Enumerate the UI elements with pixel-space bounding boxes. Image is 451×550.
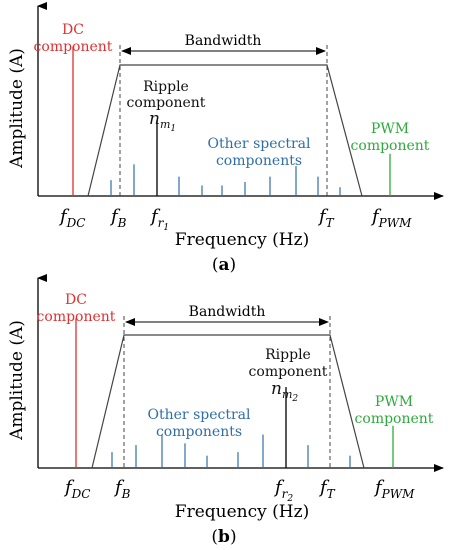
dc-label-line2-a: component xyxy=(34,39,113,55)
dc-label-line1-b: DC xyxy=(65,292,87,308)
bandwidth-window-b xyxy=(91,334,365,469)
ripple-symbol-b: nm2 xyxy=(271,379,298,404)
y-axis-label-b: Amplitude (A) xyxy=(7,320,27,441)
pwm-label-line1-a: PWM xyxy=(371,121,409,137)
spectral-lines-b xyxy=(75,318,394,468)
spectral-lines-a xyxy=(72,46,391,196)
ripple-label-line1-a: Ripple xyxy=(143,79,189,95)
x-axis-label-b: Frequency (Hz) xyxy=(175,502,309,522)
y-axis-label-a: Amplitude (A) xyxy=(7,48,27,169)
bandwidth-window-a xyxy=(87,64,363,197)
panel-b: Amplitude (A) Bandwidth DC component Rip… xyxy=(7,274,444,547)
tick-fpwm-b: fPWM xyxy=(373,477,415,501)
ripple-label-line1-b: Ripple xyxy=(265,347,311,363)
tick-fb-b: fB xyxy=(113,477,131,501)
tick-fdc-a: fDC xyxy=(58,206,85,230)
other-label-line1-b: Other spectral xyxy=(148,407,251,423)
tick-fb-a: fB xyxy=(109,206,127,230)
dc-label-line1-a: DC xyxy=(62,22,84,38)
tick-fpwm-a: fPWM xyxy=(370,206,412,230)
ripple-label-line2-a: component xyxy=(127,95,206,111)
pwm-label-line2-a: component xyxy=(351,138,430,154)
ripple-label-line2-b: component xyxy=(249,364,328,380)
ripple-symbol-a: nm1 xyxy=(149,109,176,134)
dc-label-line2-b: component xyxy=(37,309,116,325)
other-label-line2-b: components xyxy=(156,424,242,440)
tick-ft-b: fT xyxy=(318,477,336,501)
bandwidth-label-a: Bandwidth xyxy=(185,33,262,49)
bandwidth-label-b: Bandwidth xyxy=(189,304,266,320)
x-axis-label-a: Frequency (Hz) xyxy=(175,230,309,250)
tick-ft-a: fT xyxy=(317,206,335,230)
pwm-label-line2-b: component xyxy=(355,411,434,427)
other-label-line1-a: Other spectral xyxy=(208,136,311,152)
caption-a: (a) xyxy=(212,255,236,275)
tick-fr-a: fr1 xyxy=(149,206,169,233)
caption-b: (b) xyxy=(211,527,236,547)
panel-a: Amplitude (A) Bandwidth DC component Rip… xyxy=(7,2,444,275)
pwm-label-line1-b: PWM xyxy=(375,394,413,410)
other-label-line2-a: components xyxy=(216,153,302,169)
tick-fdc-b: fDC xyxy=(63,477,90,501)
tick-fr-b: fr2 xyxy=(273,477,293,504)
